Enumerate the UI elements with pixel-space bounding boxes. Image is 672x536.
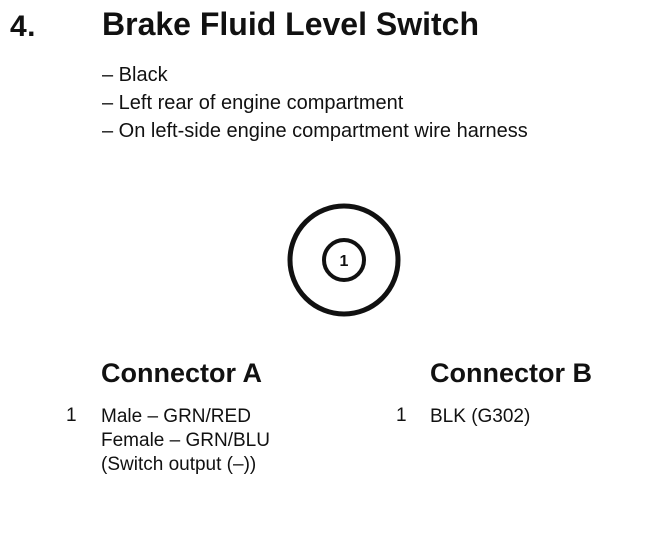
pin-1-label: 1 [340,253,349,270]
connector-a-pin-description: Male – GRN/RED Female – GRN/BLU (Switch … [101,405,270,477]
pin-1-socket [322,238,366,282]
connector-face-svg: 1 [287,203,401,317]
detail-color: – Black [102,64,168,86]
connector-a-function: (Switch output (–)) [101,454,257,475]
page-title: Brake Fluid Level Switch [102,6,479,42]
connector-a-male-wire: Male – GRN/RED [101,406,251,427]
component-details: – Black – Left rear of engine compartmen… [102,61,528,145]
connector-b-pin-description: BLK (G302) [430,405,530,429]
connector-outer-ring [287,203,401,317]
detail-harness: – On left-side engine compartment wire h… [102,120,528,142]
connector-a-female-wire: Female – GRN/BLU [101,430,270,451]
section-number: 4. [10,10,37,43]
connector-a-pin-number: 1 [66,405,77,426]
detail-location: – Left rear of engine compartment [102,92,404,114]
connector-b-wire: BLK (G302) [430,406,531,427]
connector-diagram: 1 [286,202,402,318]
connector-b-heading: Connector B [430,358,592,388]
connector-a-heading: Connector A [101,358,262,388]
connector-b-pin-number: 1 [396,405,407,426]
